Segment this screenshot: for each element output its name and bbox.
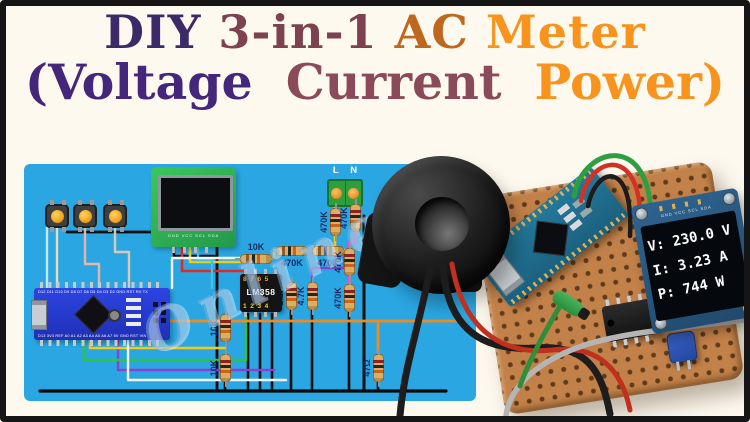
icsp-header (153, 302, 158, 307)
resistor-label: 470K (319, 211, 329, 233)
mcu-chip (74, 295, 113, 334)
title-block: DIY 3-in-1 AC Meter (Voltage Current Pow… (0, 8, 750, 110)
resistor-label: 470K (339, 207, 349, 229)
resistor-label: 470K (333, 251, 343, 273)
terminal-label-n: N (350, 165, 358, 176)
reading-power: P: 744 W (656, 273, 726, 304)
lm358-pins-bottom: 1 2 3 4 (243, 303, 269, 310)
resistor-label: 4.7K (296, 286, 306, 306)
push-button-1 (45, 200, 69, 232)
terminal-screw (329, 181, 346, 205)
oled-module-pins (172, 247, 216, 253)
push-button-cap (108, 209, 122, 223)
push-button-cap (78, 209, 92, 223)
push-button-cap (50, 209, 64, 223)
title-line-2: (Voltage Current Power) (0, 53, 750, 112)
reset-button (108, 309, 121, 322)
resistor-470k-v4: 470K (333, 279, 355, 317)
pin1-dot (606, 319, 615, 328)
current-transformer (356, 156, 510, 294)
resistor-label: 470K (281, 258, 303, 268)
oled-module-schematic: GND VCC SCL SDA (151, 167, 236, 253)
mcu-chip (532, 220, 569, 257)
usb-connector (31, 300, 47, 330)
resistor-10k-horizontal: 10K (235, 242, 277, 264)
title-seg-meter: Meter (485, 5, 646, 59)
resistor-470k-horizontal-1: 470K (271, 246, 313, 268)
mains-terminal-labels: L N (327, 165, 363, 176)
lm358-label: LM358 (246, 287, 276, 297)
title-seg-power: Power) (534, 53, 726, 112)
lm358-pins-top: 8 7 6 5 (243, 276, 269, 283)
resistor-470k-v3: 470K (333, 243, 355, 281)
terminal-label-l: L (332, 165, 339, 176)
resistor-4k7: 4.7K (296, 277, 318, 315)
arduino-nano-schematic: D12 D11 D10 D9 D8 D7 D6 D5 D4 D3 D2 GND … (31, 282, 170, 346)
resistor-47ohm: 47Ω (362, 349, 384, 387)
lm358-ic: 8 7 6 5 LM358 1 2 3 4 (240, 269, 282, 317)
resistor-10k-v1: 10K (209, 309, 231, 347)
resistor-label: 470K (333, 287, 343, 309)
blue-trimmer (666, 330, 698, 364)
resistor-10k-v2: 10K (209, 349, 231, 387)
resistor-label: 10K (209, 359, 219, 377)
ct-core-hole (415, 197, 469, 251)
title-seg-voltage: (Voltage (24, 53, 286, 112)
resistor-470k-v2: 470K (339, 199, 361, 237)
title-seg-diy: DIY (104, 5, 219, 59)
resistor-label: 470K (317, 258, 339, 268)
resistor-label: 10K (209, 319, 219, 337)
resistor-label: 10K (247, 242, 265, 252)
push-button-3 (103, 200, 127, 232)
mains-terminal-block (327, 179, 363, 207)
oled-module-screen (158, 175, 233, 231)
smd-components (557, 203, 571, 216)
title-line-1: DIY 3-in-1 AC Meter (0, 8, 750, 56)
title-seg-3in1: 3-in-1 (218, 5, 395, 59)
smd-components (126, 298, 141, 302)
nano-pin-labels-bottom: D13 3V3 REF A0 A1 A2 A3 A4 A5 A6 A7 5V G… (38, 334, 147, 338)
nano-pin-labels-top: D12 D11 D10 D9 D8 D7 D6 D5 D4 D3 D2 GND … (38, 290, 149, 294)
resistor-470k-v1: 470K (319, 203, 341, 241)
title-seg-ac: AC (394, 5, 486, 59)
resistor-label: 47Ω (362, 359, 372, 377)
resistor-2k2: 2.2K (275, 277, 297, 315)
title-seg-current: Current (285, 53, 535, 112)
push-button-2 (73, 200, 97, 232)
terminal-screw (346, 181, 362, 205)
oled-module-pin-labels: GND VCC SCL SDA (167, 233, 220, 238)
